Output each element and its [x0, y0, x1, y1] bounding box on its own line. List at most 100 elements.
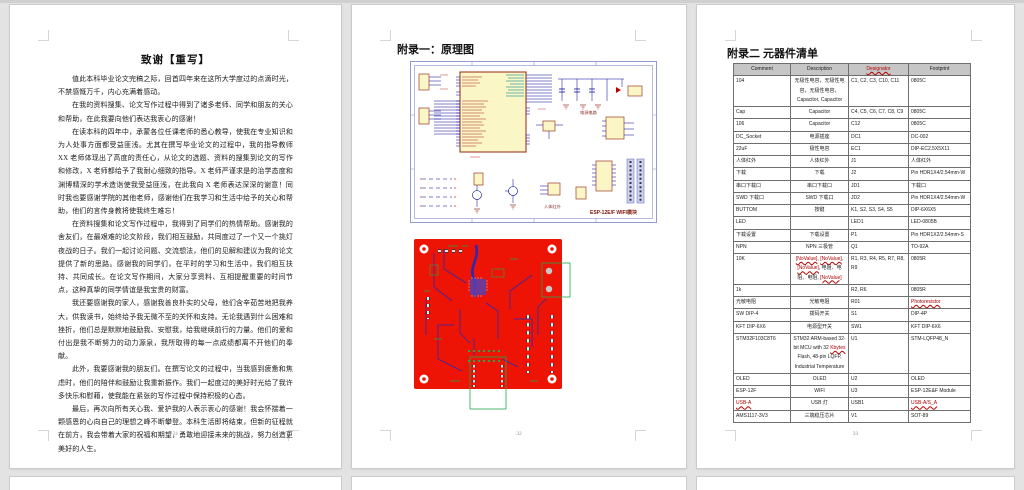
bom-cell[interactable]: USB1	[848, 397, 909, 411]
bom-cell[interactable]: DC1	[848, 130, 909, 144]
bom-cell[interactable]: U2	[848, 372, 909, 387]
bom-cell[interactable]: 无极性电容，无极性电容，无极性电容，Capacitor, Capacitor	[790, 75, 849, 107]
bom-cell[interactable]: K1, S2, S3, S4, S5	[848, 203, 909, 218]
bom-cell[interactable]: 0805R	[908, 283, 971, 298]
bom-cell[interactable]: OLED	[908, 372, 971, 387]
bom-cell[interactable]: 下载口	[908, 179, 971, 193]
bom-cell[interactable]: ESP-12F	[733, 384, 791, 399]
bom-cell[interactable]: Cap	[733, 105, 791, 120]
bom-cell[interactable]: 0805C	[908, 75, 971, 107]
bom-cell[interactable]: SWD 下载口	[790, 191, 849, 206]
page-appendix-schematic[interactable]: 附录一：原理图	[352, 5, 686, 468]
bom-cell[interactable]: JD1	[848, 179, 909, 193]
paragraph[interactable]: 我还要感谢我的家人，感谢我善良朴实的父母，他们含辛茹苦地把我养大，供我读书，始终…	[58, 299, 293, 361]
bom-cell[interactable]: USB 灯	[790, 397, 849, 411]
bom-cell[interactable]: TO-92A	[908, 240, 971, 255]
bom-cell[interactable]: 按键	[790, 203, 849, 218]
bom-cell[interactable]: 三端稳压芯片	[790, 409, 849, 423]
bom-cell[interactable]: R2, R6	[848, 283, 909, 298]
bom-cell[interactable]: 极性电容	[790, 142, 849, 157]
bom-cell[interactable]: USB-A/S_A	[908, 397, 971, 411]
bom-cell[interactable]: NPN	[733, 240, 791, 255]
bom-header-cell[interactable]: Description	[790, 62, 849, 77]
bom-cell[interactable]: R1, R3, R4, R5, R7, R8, R9	[848, 253, 909, 285]
schematic-figure[interactable]: 电源电路 人体红外 ESP-12E/F WIFI模块	[410, 61, 658, 223]
bom-cell[interactable]: DC_Socket	[733, 130, 791, 144]
bom-cell[interactable]: WIFI	[790, 384, 849, 399]
bom-cell[interactable]: OLED	[733, 372, 791, 387]
bom-cell[interactable]: Pin HDR1X2/2.54mm-S	[908, 228, 971, 242]
bom-cell[interactable]: 0805C	[908, 118, 971, 132]
acknowledgements-title[interactable]: 致谢【重写】	[141, 54, 210, 66]
paragraph[interactable]: 最后，再次向所有关心我、爱护我的人表示衷心的感谢！我会怀揣着一颗感恩的心向自己的…	[58, 405, 293, 453]
bom-cell[interactable]: U1	[848, 332, 909, 374]
bom-cell[interactable]: KFT DIP-6X6	[733, 320, 791, 334]
paragraph[interactable]: 值此本科毕业论文完稿之际，回首四年来在这所大学度过的点滴时光，不禁感慨万千，内心…	[58, 75, 293, 97]
bom-cell[interactable]: 电源型开关	[790, 320, 849, 334]
bom-cell[interactable]: DC-002	[908, 130, 971, 144]
bom-cell[interactable]: 22uF	[733, 142, 791, 157]
bom-header-cell[interactable]: Designator	[848, 62, 909, 77]
bom-cell[interactable]: 光敏电阻	[733, 295, 791, 310]
bom-cell[interactable]: 串口下载口	[733, 179, 791, 193]
bom-cell[interactable]: KFT DIP-6X6	[908, 320, 971, 334]
bom-cell[interactable]: P1	[848, 228, 909, 242]
bom-header-cell[interactable]: Footprint	[908, 62, 971, 77]
page-acknowledgements[interactable]: 致谢【重写】 值此本科毕业论文完稿之际，回首四年来在这所大学度过的点滴时光，不禁…	[10, 5, 341, 468]
bom-cell[interactable]: EC1	[848, 142, 909, 157]
bom-cell[interactable]: 人体红外	[908, 154, 971, 169]
bom-cell[interactable]: Pin HDR1X4/2.54mm-W	[908, 167, 971, 181]
bom-header-cell[interactable]: Comment	[733, 62, 791, 77]
bom-cell[interactable]: J2	[848, 167, 909, 181]
bom-cell[interactable]: 106	[733, 118, 791, 132]
bom-cell[interactable]: USB-A	[733, 397, 791, 411]
bom-cell[interactable]: 104	[733, 75, 791, 107]
bom-cell[interactable]: SW1	[848, 320, 909, 334]
appendix2-title[interactable]: 附录二 元器件清单	[727, 48, 819, 60]
bom-cell[interactable]: 人体红外	[733, 154, 791, 169]
bom-cell[interactable]: Q1	[848, 240, 909, 255]
bom-cell[interactable]: Capacitor	[790, 118, 849, 132]
bom-cell[interactable]: 拨码开关	[790, 308, 849, 322]
paragraph[interactable]: 在资料搜集和论文写作过程中，我得到了同学们的热情帮助。感谢我的舍友们，在最艰难的…	[58, 220, 293, 295]
bom-cell[interactable]	[790, 283, 849, 298]
bom-cell[interactable]: 下载设置	[790, 228, 849, 242]
paragraph[interactable]: 此外，我要感谢我的朋友们。在撰写论文的过程中，当我感到疲惫和焦虑时，他们的陪伴和…	[58, 365, 293, 400]
paragraph[interactable]: 在我的资料搜集、论文写作过程中得到了诸多老师、同学和朋友的关心和帮助，在此我要向…	[58, 101, 293, 123]
bom-cell[interactable]: Capacitor	[790, 105, 849, 120]
bom-cell[interactable]: OLED	[790, 372, 849, 387]
bom-cell[interactable]: DIP-4P	[908, 308, 971, 322]
bom-cell[interactable]: 0805R	[908, 253, 971, 285]
bom-cell[interactable]: S1	[848, 308, 909, 322]
bom-cell[interactable]: LED	[733, 216, 791, 230]
bom-cell[interactable]: 1k	[733, 283, 791, 298]
bom-cell[interactable]: LED-0805B	[908, 216, 971, 230]
bom-cell[interactable]: R01	[848, 295, 909, 310]
bom-cell[interactable]: J1	[848, 154, 909, 169]
bom-cell[interactable]: 电源插座	[790, 130, 849, 144]
bom-cell[interactable]: STM-LQFP48_N	[908, 332, 971, 374]
bom-cell[interactable]: C12	[848, 118, 909, 132]
bom-cell[interactable]: 10K	[733, 253, 791, 285]
bom-cell[interactable]: SOT-89	[908, 409, 971, 423]
bom-cell[interactable]: JD2	[848, 191, 909, 206]
bom-cell[interactable]: 下载	[790, 167, 849, 181]
bom-cell[interactable]: [NoValue], [NoValue], [NoValue], 电阻、电阻、电…	[790, 253, 849, 285]
paragraph[interactable]: 在读本科的四年中，承蒙各位任课老师的悉心教导，使我在专业知识和为人处事方面都受益…	[58, 127, 293, 216]
bom-cell[interactable]: C1, C2, C3, C10, C11	[848, 75, 909, 107]
bom-cell[interactable]: ESP-12E&F Module	[908, 384, 971, 399]
appendix1-title[interactable]: 附录一：原理图	[397, 44, 474, 56]
bom-cell[interactable]: C4, C5, C6, C7, C8, C9	[848, 105, 909, 120]
bom-cell[interactable]: NPN 三极管	[790, 240, 849, 255]
bom-cell[interactable]: 下载	[733, 167, 791, 181]
pcb-figure[interactable]	[414, 239, 572, 415]
bom-cell[interactable]: U3	[848, 384, 909, 399]
bom-cell[interactable]: BUTTOM	[733, 203, 791, 218]
bom-cell[interactable]: Photoresistor	[908, 295, 971, 310]
bom-cell[interactable]: 0805C	[908, 105, 971, 120]
bom-cell[interactable]: 光敏电阻	[790, 295, 849, 310]
bom-cell[interactable]: STM32F103C8T6	[733, 332, 791, 374]
acknowledgements-body[interactable]: 值此本科毕业论文完稿之际，回首四年来在这所大学度过的点滴时光，不禁感慨万千，内心…	[58, 73, 293, 456]
